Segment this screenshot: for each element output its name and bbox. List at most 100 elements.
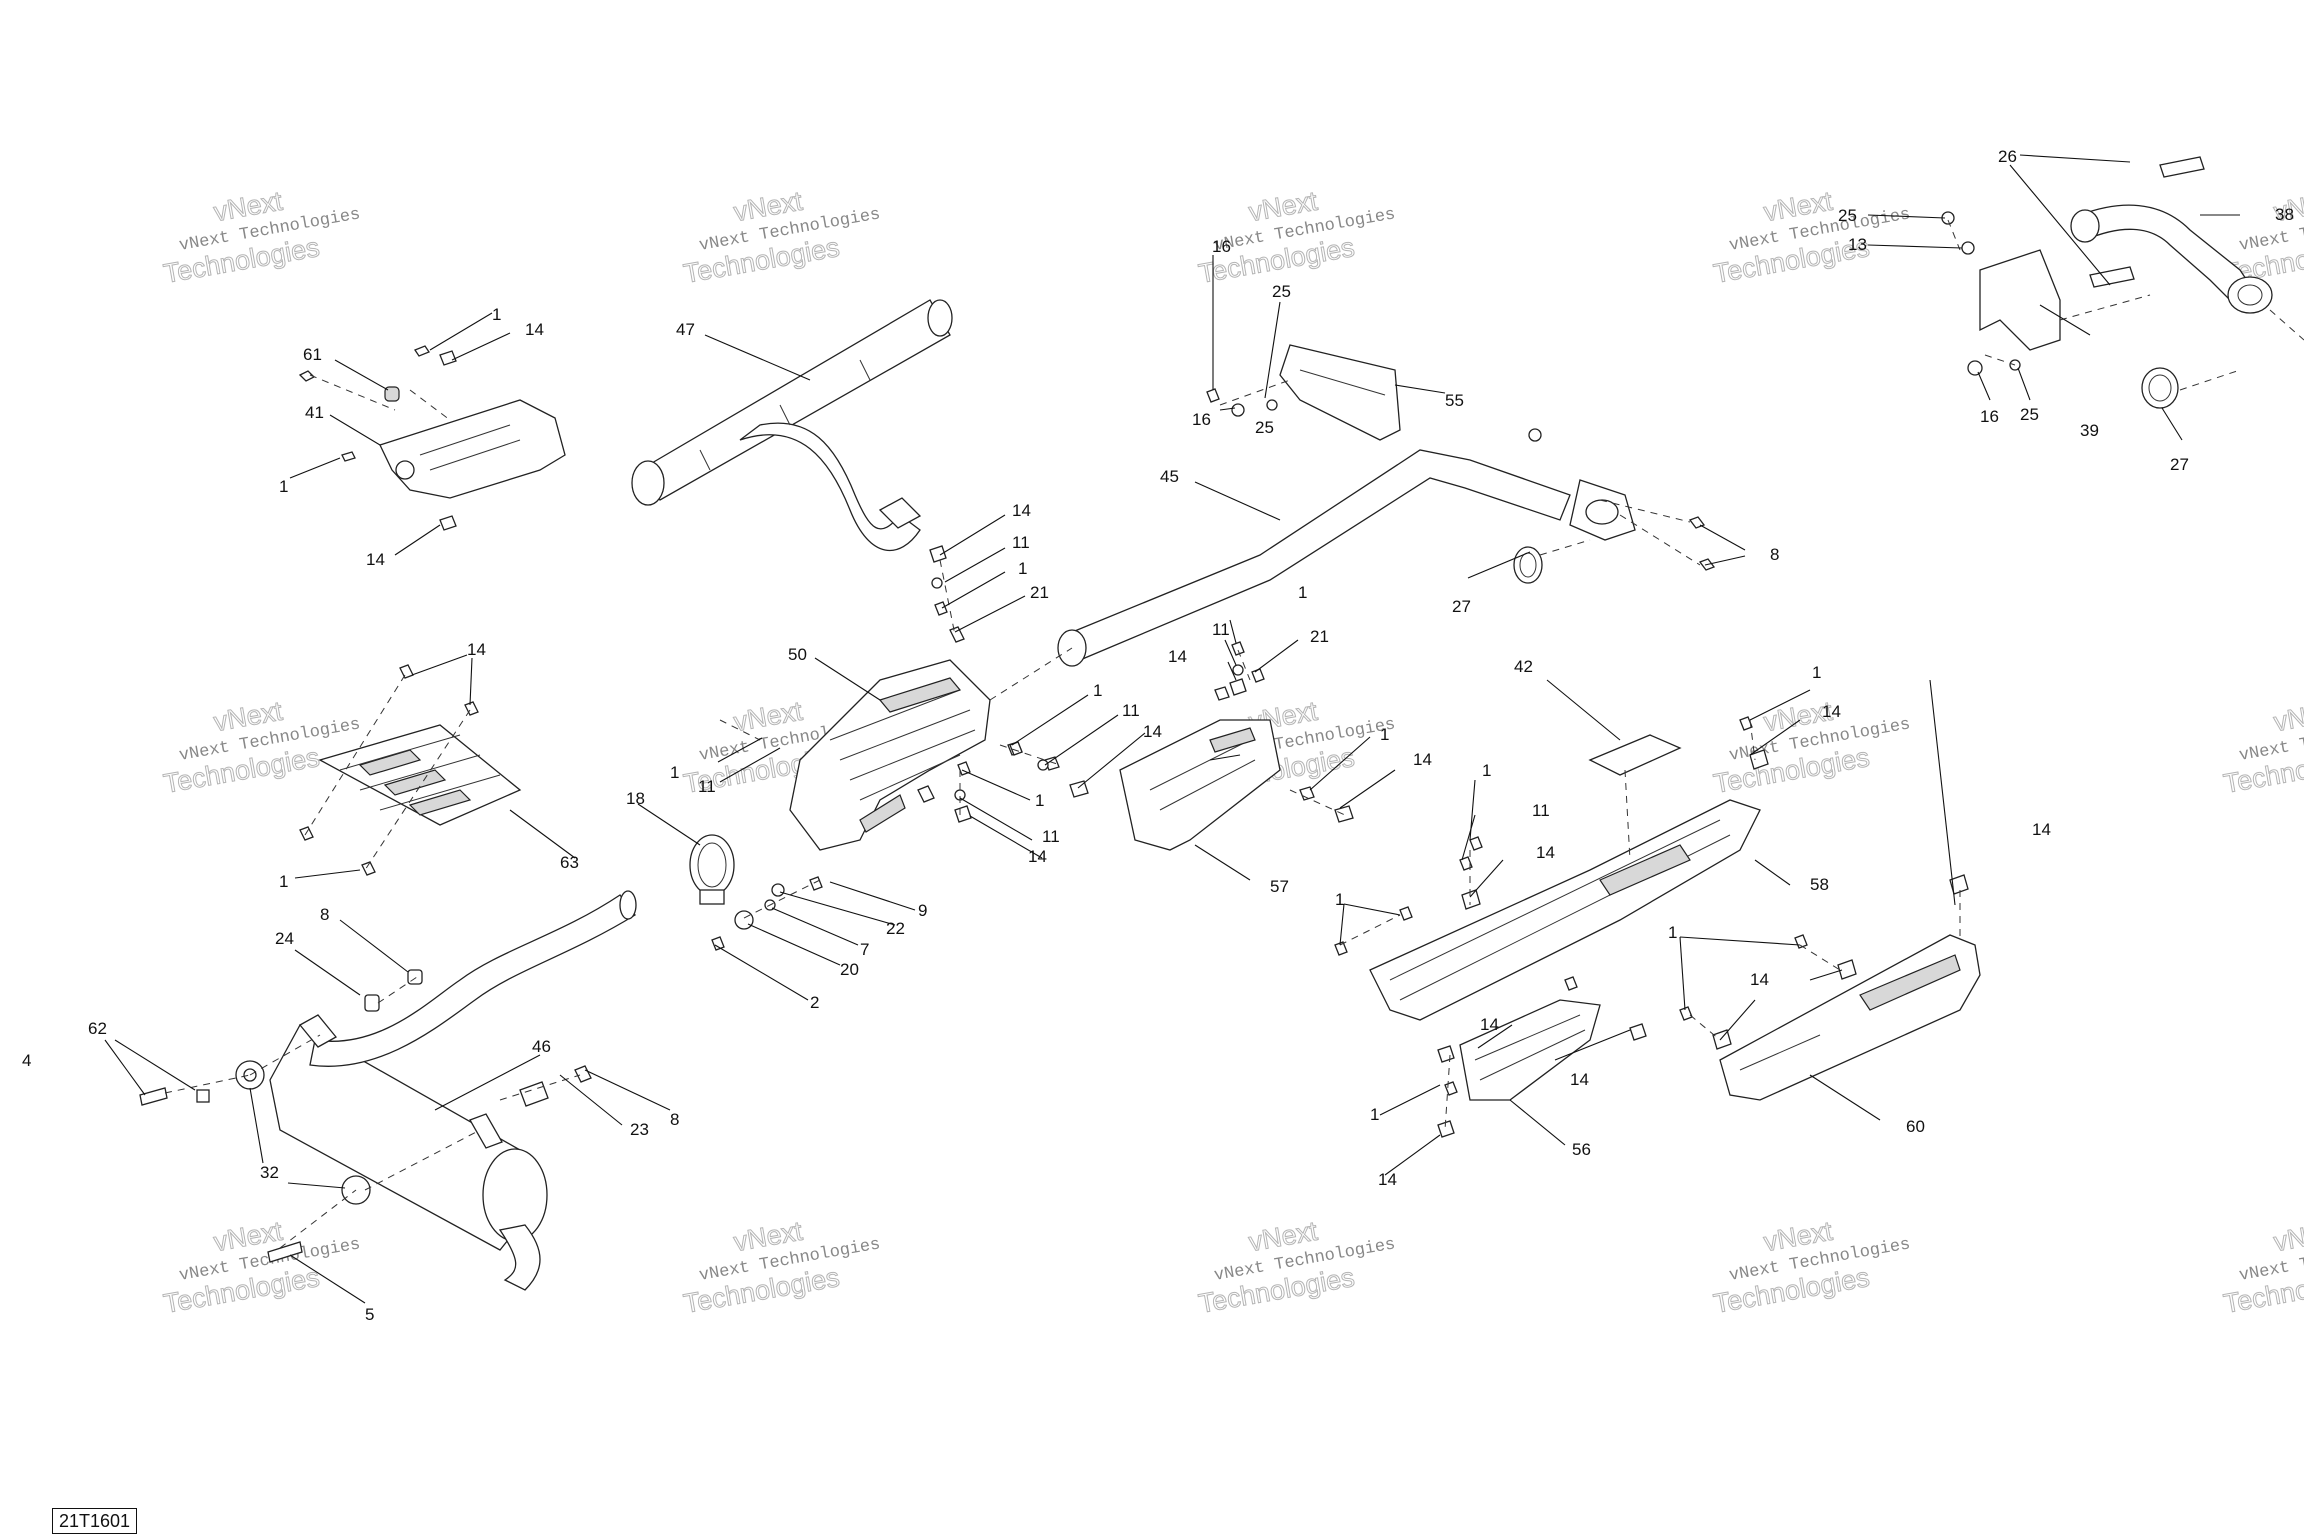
svg-text:20: 20: [840, 960, 859, 979]
svg-text:14: 14: [2032, 820, 2051, 839]
svg-text:16: 16: [1192, 410, 1211, 429]
fasteners-upper-left: [341, 345, 457, 531]
svg-text:50: 50: [788, 645, 807, 664]
svg-text:14: 14: [1750, 970, 1769, 989]
heat-shield-60: [1679, 874, 1981, 1101]
assembly-lines: [164, 219, 2304, 1249]
svg-text:16: 16: [1212, 237, 1231, 256]
svg-text:14: 14: [366, 550, 385, 569]
svg-text:61: 61: [303, 345, 322, 364]
heat-shield-bracket-41: [298, 370, 566, 499]
heat-shield-56: [1437, 976, 1647, 1138]
svg-text:1: 1: [1482, 761, 1491, 780]
svg-text:1: 1: [1380, 725, 1389, 744]
svg-text:1: 1: [670, 763, 679, 782]
heat-shield-50: [789, 659, 991, 851]
svg-text:1: 1: [1298, 583, 1307, 602]
svg-text:62: 62: [88, 1019, 107, 1038]
svg-text:56: 56: [1572, 1140, 1591, 1159]
svg-text:45: 45: [1160, 467, 1179, 486]
svg-text:22: 22: [886, 919, 905, 938]
svg-text:14: 14: [1012, 501, 1031, 520]
drawing-reference-code: 21T1601: [52, 1508, 138, 1534]
svg-text:11: 11: [1122, 701, 1140, 720]
heat-shield-63: [299, 664, 522, 876]
heat-shield-42: [1588, 734, 1682, 776]
svg-text:7: 7: [860, 940, 869, 959]
svg-text:1: 1: [1668, 923, 1677, 942]
svg-text:8: 8: [320, 905, 329, 924]
svg-text:21: 21: [1310, 627, 1329, 646]
svg-text:5: 5: [365, 1305, 374, 1324]
svg-text:11: 11: [698, 777, 716, 796]
heat-shield-58: [1334, 716, 1769, 1021]
svg-text:63: 63: [560, 853, 579, 872]
watermark-line1: vNext: [2271, 1216, 2304, 1258]
svg-text:27: 27: [2170, 455, 2189, 474]
svg-text:1: 1: [1093, 681, 1102, 700]
callout-labels: 1 14 61 41 1 14 47 14 1 63 50 14 11 1 21…: [22, 147, 2294, 1324]
muffler-46: [269, 890, 637, 1291]
svg-text:27: 27: [1452, 597, 1471, 616]
svg-text:1: 1: [1335, 890, 1344, 909]
heat-shield-57: [1007, 686, 1354, 851]
svg-text:14: 14: [1480, 1015, 1499, 1034]
exhaust-pipe-47: [631, 299, 953, 552]
svg-text:42: 42: [1514, 657, 1533, 676]
exhaust-pipe-45: [1057, 449, 1716, 667]
svg-text:14: 14: [1413, 750, 1432, 769]
svg-text:60: 60: [1906, 1117, 1925, 1136]
svg-text:1: 1: [1035, 791, 1044, 810]
svg-text:13: 13: [1848, 235, 1867, 254]
svg-text:1: 1: [1018, 559, 1027, 578]
svg-text:14: 14: [1028, 847, 1047, 866]
svg-text:14: 14: [1168, 647, 1187, 666]
svg-text:46: 46: [532, 1037, 551, 1056]
svg-text:38: 38: [2275, 205, 2294, 224]
svg-text:11: 11: [1212, 620, 1230, 639]
watermark-line1: vNext: [2271, 696, 2304, 738]
svg-text:14: 14: [1143, 722, 1162, 741]
svg-text:58: 58: [1810, 875, 1829, 894]
clamp-18: [689, 834, 735, 905]
svg-text:1: 1: [279, 477, 288, 496]
svg-text:4: 4: [22, 1051, 31, 1070]
svg-text:24: 24: [275, 929, 294, 948]
svg-text:2: 2: [810, 993, 819, 1012]
svg-text:9: 9: [918, 901, 927, 920]
svg-text:11: 11: [1042, 827, 1060, 846]
svg-text:25: 25: [1255, 418, 1274, 437]
svg-text:32: 32: [260, 1163, 279, 1182]
svg-text:41: 41: [305, 403, 324, 422]
svg-text:25: 25: [1272, 282, 1291, 301]
leader-lines: [104, 154, 2240, 1304]
svg-text:11: 11: [1532, 801, 1550, 820]
svg-text:14: 14: [467, 640, 486, 659]
svg-text:1: 1: [1812, 663, 1821, 682]
svg-text:14: 14: [1570, 1070, 1589, 1089]
svg-text:25: 25: [1838, 206, 1857, 225]
svg-text:16: 16: [1980, 407, 1999, 426]
svg-text:8: 8: [1770, 545, 1779, 564]
svg-text:1: 1: [492, 305, 501, 324]
svg-text:25: 25: [2020, 405, 2039, 424]
svg-text:14: 14: [1536, 843, 1555, 862]
svg-text:26: 26: [1998, 147, 2017, 166]
svg-text:18: 18: [626, 789, 645, 808]
svg-text:39: 39: [2080, 421, 2099, 440]
svg-text:1: 1: [1370, 1105, 1379, 1124]
header-pipe-38: [1941, 156, 2273, 409]
svg-text:11: 11: [1012, 533, 1030, 552]
